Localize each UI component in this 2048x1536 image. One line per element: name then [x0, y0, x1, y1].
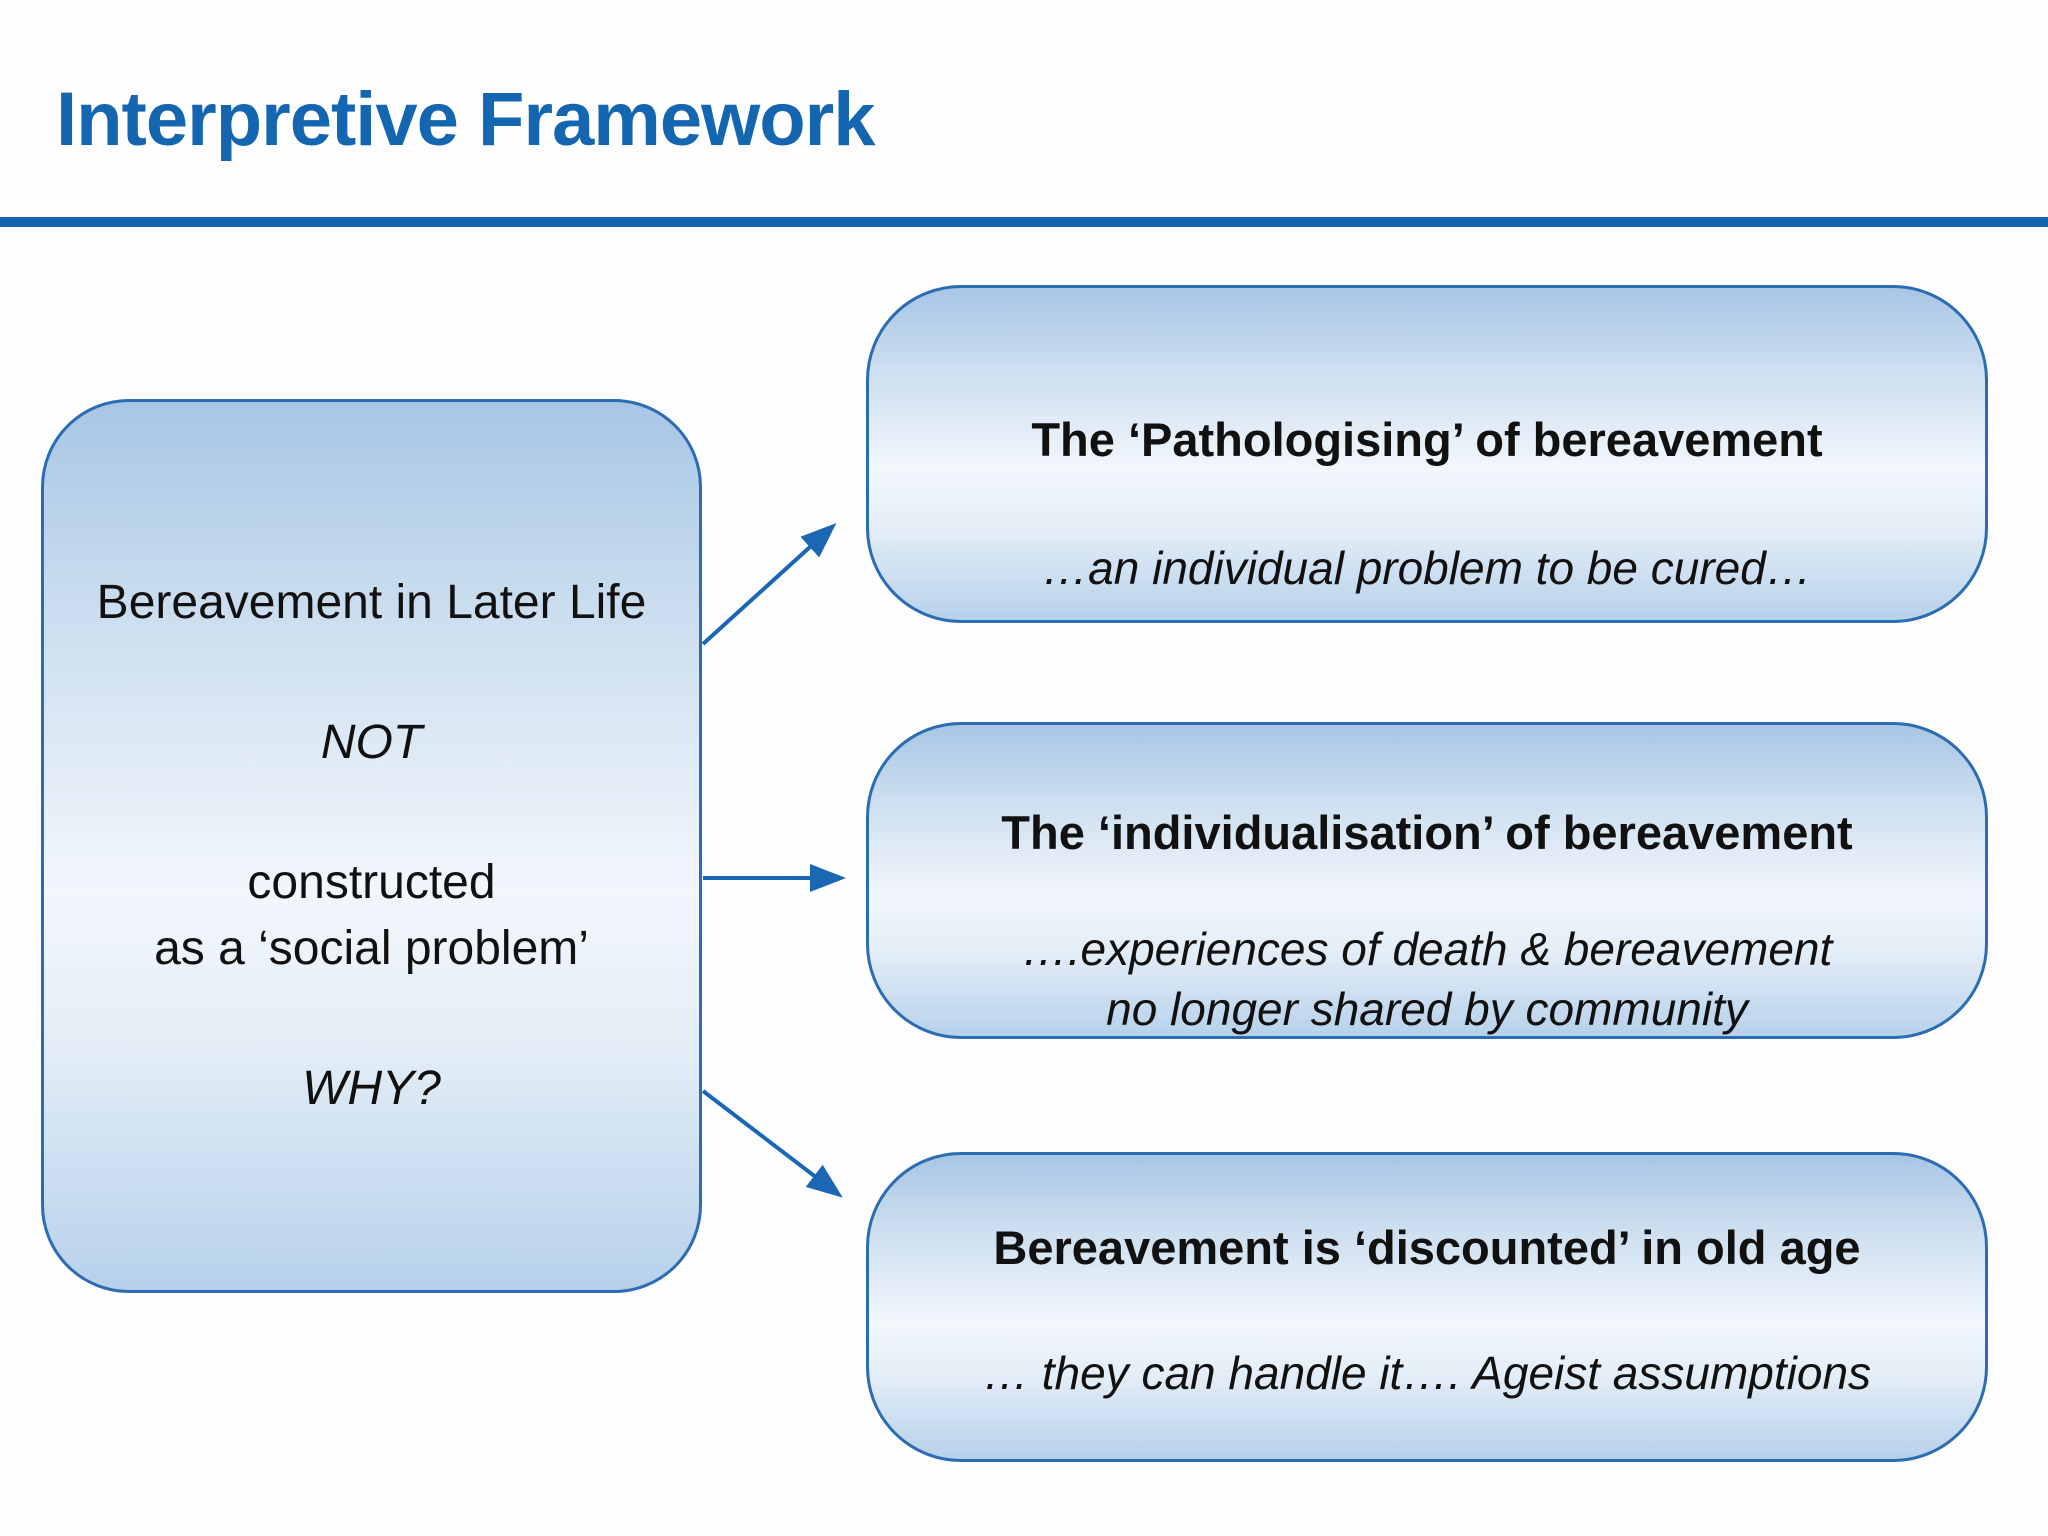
title-divider: [0, 217, 2048, 227]
pathologising-box: The ‘Pathologising’ of bereavement …an i…: [866, 285, 1988, 623]
left-box-line: NOT: [320, 716, 423, 769]
bereavement-in-later-life-box: Bereavement in Later Life NOT constructe…: [41, 399, 702, 1293]
left-box-line: Bereavement in Later Life: [96, 576, 647, 629]
box-title: Bereavement is ‘discounted’ in old age: [993, 1221, 1861, 1274]
box-subtitle: ….experiences of death & bereavement no …: [1022, 919, 1833, 1039]
discounted-box: Bereavement is ‘discounted’ in old age ……: [866, 1152, 1988, 1462]
box-subtitle: … they can handle it…. Ageist assumption…: [982, 1347, 1872, 1399]
box-title: The ‘Pathologising’ of bereavement: [1031, 413, 1823, 466]
box-title: The ‘individualisation’ of bereavement: [1001, 806, 1853, 859]
left-box-line: as a ‘social problem’: [154, 922, 589, 975]
page-title: Interpretive Framework: [56, 77, 876, 162]
box-subtitle-line: ….experiences of death & bereavement: [1021, 923, 1833, 975]
left-box-line: constructed: [247, 856, 496, 909]
arrow-to-pathologising: [701, 522, 837, 646]
individualisation-box: The ‘individualisation’ of bereavement ……: [866, 722, 1988, 1039]
left-box-line: WHY?: [302, 1062, 441, 1115]
arrow-to-discounted: [701, 1089, 843, 1198]
left-box-line-group: constructed as a ‘social problem’: [154, 850, 589, 982]
box-subtitle-line: no longer shared by community: [1106, 983, 1748, 1035]
box-subtitle: …an individual problem to be cured…: [1042, 542, 1812, 594]
